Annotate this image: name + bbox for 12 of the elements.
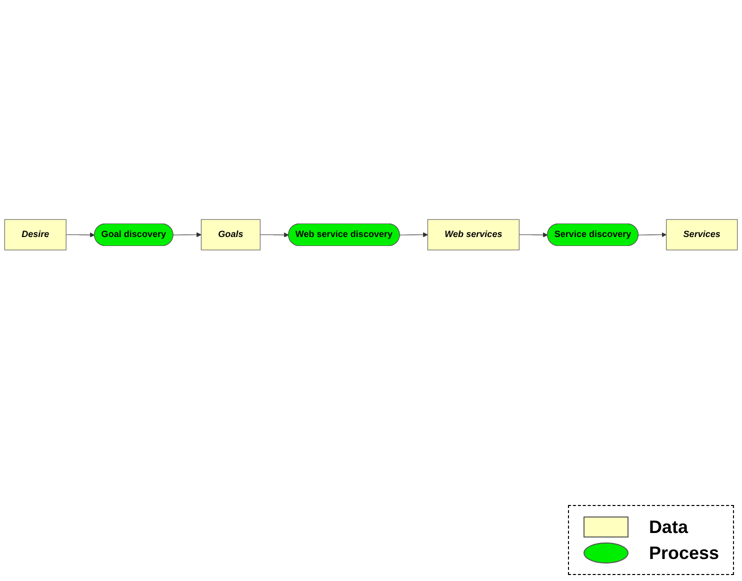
arrow — [260, 232, 289, 238]
legend-label: Process — [648, 542, 719, 564]
legend-label: Data — [648, 516, 688, 538]
node-box: Desire — [4, 219, 66, 251]
arrow — [518, 232, 548, 238]
node-box: Web services — [427, 219, 520, 251]
arrow — [400, 232, 428, 238]
node-box: Goals — [200, 219, 260, 251]
arrow — [173, 232, 202, 238]
arrow — [638, 232, 667, 238]
node-box: Services — [666, 219, 738, 251]
arrow — [66, 232, 95, 238]
